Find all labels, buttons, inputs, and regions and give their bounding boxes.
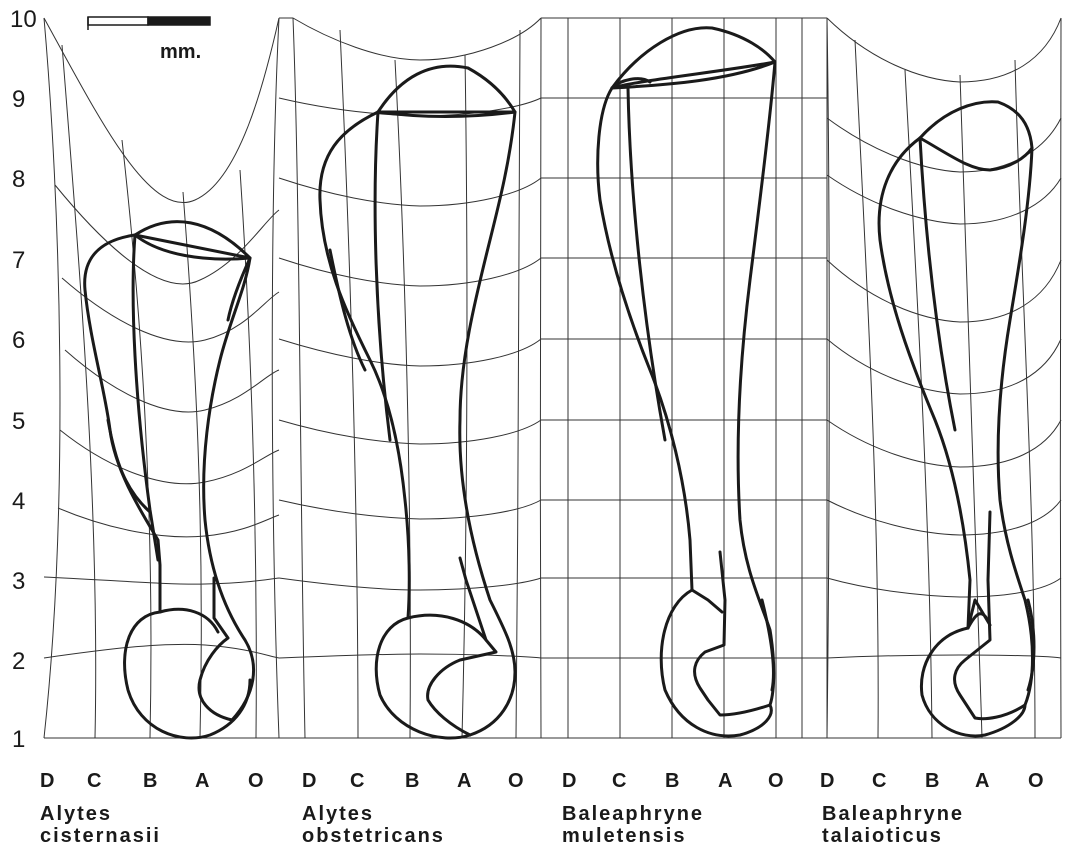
x-label-4-B: B [925,770,940,792]
x-label-4-D: D [820,770,835,792]
y-label-6: 6 [12,327,25,354]
species-name-4-line1: Baleaphryne [822,803,964,825]
x-label-4-O: O [1028,770,1045,792]
y-label-4: 4 [12,488,25,515]
y-axis-labels: 10 9 8 7 6 5 4 3 2 1 [10,6,37,753]
y-label-9: 9 [12,86,25,113]
x-label-4-C: C [872,770,887,792]
x-label-3-A: A [718,770,733,792]
species-name-4-line2: talaioticus [822,825,943,847]
humerus-outline-4 [879,102,1034,736]
x-label-2-B: B [405,770,420,792]
species-name-3-line1: Baleaphryne [562,803,704,825]
scale-bar: mm. [88,17,210,63]
y-label-10: 10 [10,6,37,33]
x-label-3-D: D [562,770,577,792]
y-label-3: 3 [12,568,25,595]
y-label-2: 2 [12,648,25,675]
x-label-3-C: C [612,770,627,792]
x-label-1-B: B [143,770,158,792]
deformed-grid-1 [44,18,279,738]
species-name-1-line2: cisternasii [40,825,161,847]
species-name-1-line1: Alytes [40,803,112,825]
humerus-outline-1 [85,222,254,738]
y-label-7: 7 [12,247,25,274]
x-label-1-A: A [195,770,210,792]
x-label-1-C: C [87,770,102,792]
panel-baleaphryne-talaioticus: D C B A O Baleaphryne talaioticus [820,18,1061,847]
species-name-2-line1: Alytes [302,803,374,825]
x-label-1-D: D [40,770,55,792]
humerus-outline-3 [598,28,775,736]
species-name-3-line2: muletensis [562,825,686,847]
y-label-5: 5 [12,408,25,435]
deformed-grid-3 [541,18,827,738]
humerus-outline-2 [320,66,515,738]
panel-baleaphryne-muletensis: D C B A O Baleaphryne muletensis [541,18,827,847]
deformed-grid-2 [279,18,541,738]
panel-alytes-obstetricans: D C B A O Alytes obstetricans [279,18,541,847]
y-label-1: 1 [12,726,25,753]
x-label-4-A: A [975,770,990,792]
panel-alytes-cisternasii: D C B A O Alytes cisternasii [40,18,279,847]
x-label-2-D: D [302,770,317,792]
y-label-8: 8 [12,166,25,193]
x-label-3-O: O [768,770,785,792]
x-label-2-O: O [508,770,525,792]
x-label-3-B: B [665,770,680,792]
x-label-1-O: O [248,770,265,792]
x-label-2-C: C [350,770,365,792]
x-label-2-A: A [457,770,472,792]
species-name-2-line2: obstetricans [302,825,445,847]
scale-bar-label: mm. [160,41,201,63]
